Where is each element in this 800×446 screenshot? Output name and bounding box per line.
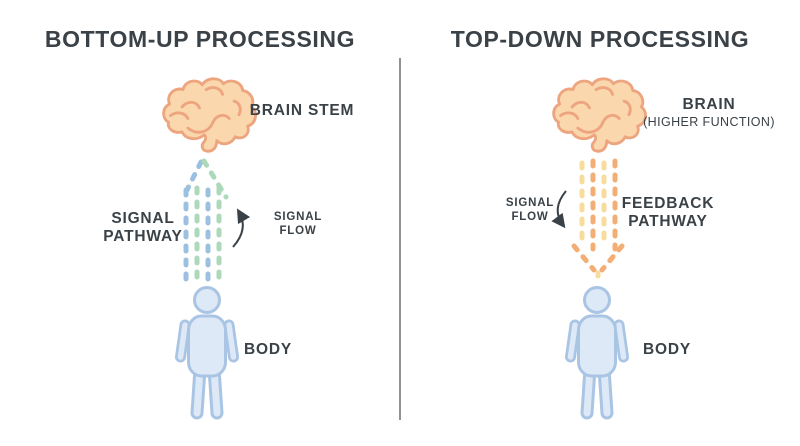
signal-flow-label-left: SIGNAL FLOW	[273, 211, 323, 238]
right-panel-title: TOP-DOWN PROCESSING	[450, 26, 750, 52]
left-panel-title: BOTTOM-UP PROCESSING	[44, 26, 356, 52]
brain-sublabel: (HIGHER FUNCTION)	[643, 114, 775, 129]
body-label-right: BODY	[643, 341, 691, 358]
signal-flow-label-right: SIGNAL FLOW	[505, 197, 555, 224]
brain-icon	[552, 77, 647, 153]
body-label-left: BODY	[244, 341, 292, 358]
signal-flow-curved-arrow-up-icon	[232, 208, 251, 248]
signal-flow-curved-arrow-down-icon	[551, 190, 567, 229]
brain-stem-label: BRAIN STEM	[249, 102, 355, 119]
signal-pathway-arrow-up-icon	[181, 158, 229, 289]
feedback-pathway-label: FEEDBACK PATHWAY	[621, 195, 715, 230]
feedback-pathway-arrow-down-icon	[571, 158, 625, 279]
body-person-icon-left	[181, 288, 234, 414]
signal-pathway-label: SIGNAL PATHWAY	[103, 210, 183, 245]
body-person-icon-right	[571, 288, 624, 414]
brain-label: BRAIN	[682, 96, 736, 113]
brain-label-group: BRAIN (HIGHER FUNCTION)	[643, 96, 775, 129]
brain-stem-icon	[162, 77, 257, 153]
